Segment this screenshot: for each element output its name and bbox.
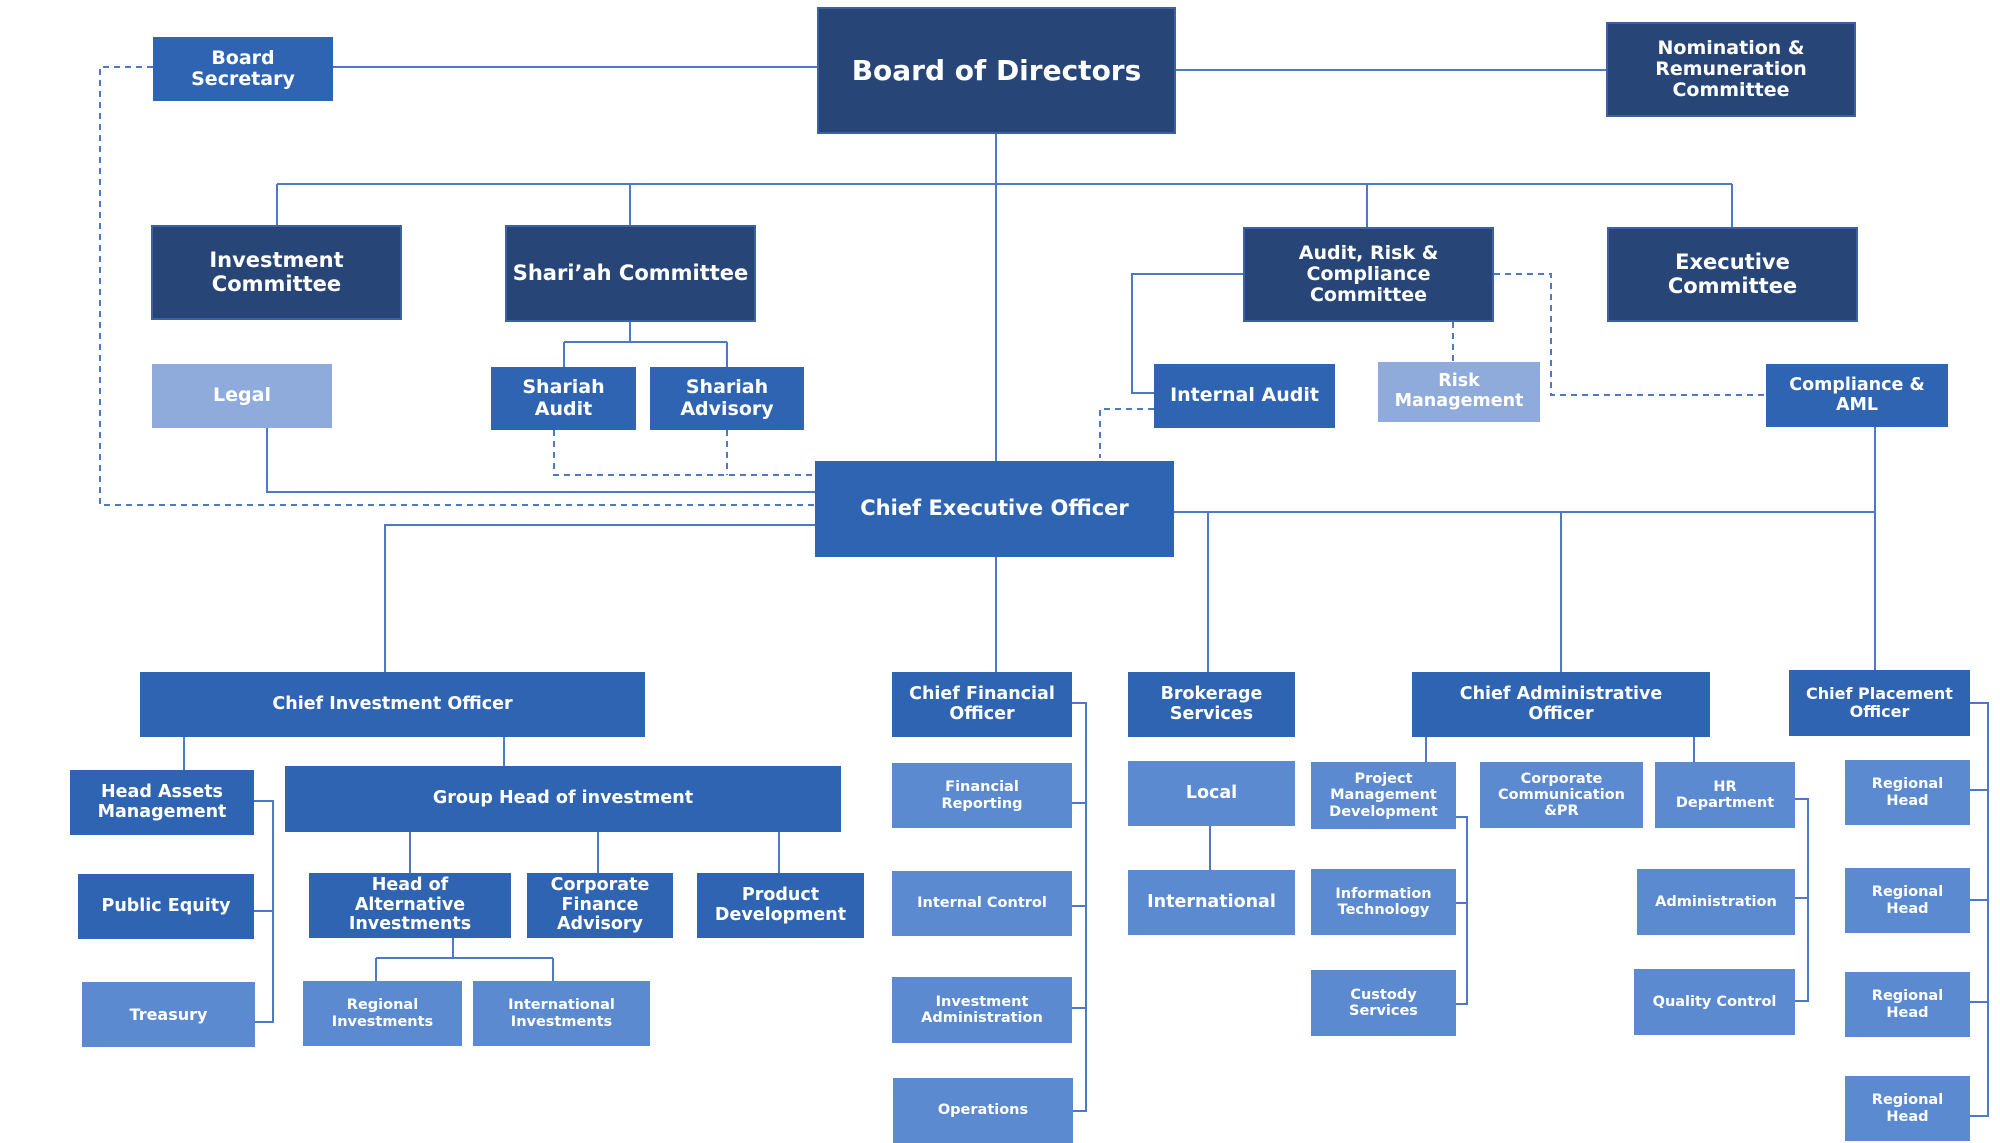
connector-shariah-dotted [553, 430, 815, 476]
compliance-aml-box: Compliance & AML [1766, 364, 1948, 427]
investment-committee-box: Investment Committee [151, 225, 402, 320]
connector-legal [266, 428, 815, 493]
chief-financial-officer-box: Chief Financial Officer [892, 672, 1072, 737]
regional-head-box: Regional Head [1845, 868, 1970, 933]
treasury-box: Treasury [82, 982, 255, 1047]
shariah-audit-box: Shariah Audit [491, 367, 636, 430]
shariah-committee-box: Shari’ah Committee [505, 225, 756, 322]
hr-department-box: HR Department [1655, 762, 1795, 828]
regional-head-box: Regional Head [1845, 760, 1970, 825]
board-secretary-box: Board Secretary [153, 37, 333, 101]
head-assets-management-box: Head Assets Management [70, 770, 254, 835]
international-box: International [1128, 870, 1295, 935]
chief-placement-officer-box: Chief Placement Officer [1789, 670, 1970, 736]
executive-committee-box: Executive Committee [1607, 227, 1858, 322]
product-development-box: Product Development [697, 873, 864, 938]
connector-ceo-left [384, 524, 815, 672]
quality-control-box: Quality Control [1634, 969, 1795, 1035]
regional-head-box: Regional Head [1845, 1076, 1970, 1141]
regional-investments-box: Regional Investments [303, 981, 462, 1046]
legal-box: Legal [152, 364, 332, 428]
connector-group-head-children [409, 832, 780, 873]
audit-risk-compliance-committee-box: Audit, Risk & Compliance Committee [1243, 227, 1494, 322]
connector-cfo-bracket [1071, 702, 1087, 1112]
connector-project-bracket [1456, 816, 1468, 1005]
connector-hr-bracket [1795, 798, 1809, 1002]
regional-head-box: Regional Head [1845, 972, 1970, 1037]
local-box: Local [1128, 761, 1295, 826]
connector-secretary-dotted [99, 66, 815, 506]
connector-cpo-bracket [1970, 702, 1989, 1117]
brokerage-services-box: Brokerage Services [1128, 672, 1295, 737]
connector-head-assets-bracket [254, 800, 274, 1023]
nomination-committee-box: Nomination & Remuneration Committee [1606, 22, 1856, 117]
project-management-development-box: Project Management Development [1311, 762, 1456, 829]
connector-internal-audit-dotted [1099, 408, 1154, 458]
administration-box: Administration [1637, 869, 1795, 935]
risk-management-box: Risk Management [1378, 362, 1540, 422]
connector-internal-audit [1131, 273, 1243, 394]
shariah-advisory-box: Shariah Advisory [650, 367, 804, 430]
connector-alternative-split [375, 938, 554, 981]
financial-reporting-box: Financial Reporting [892, 763, 1072, 828]
investment-administration-box: Investment Administration [892, 977, 1072, 1043]
custody-services-box: Custody Services [1311, 970, 1456, 1036]
operations-box: Operations [893, 1078, 1073, 1143]
corporate-communication-pr-box: Corporate Communication &PR [1480, 762, 1643, 828]
corporate-finance-advisory-box: Corporate Finance Advisory [527, 873, 673, 938]
internal-control-box: Internal Control [892, 871, 1072, 936]
chief-executive-officer-box: Chief Executive Officer [815, 461, 1174, 557]
internal-audit-box: Internal Audit [1154, 364, 1335, 428]
group-head-of-investment-box: Group Head of investment [285, 766, 841, 832]
international-investments-box: International Investments [473, 981, 650, 1046]
board-of-directors-box: Board of Directors [817, 7, 1176, 134]
chief-investment-officer-box: Chief Investment Officer [140, 672, 645, 737]
head-alternative-investments-box: Head of Alternative Investments [309, 873, 511, 938]
information-technology-box: Information Technology [1311, 869, 1456, 935]
chief-administrative-officer-box: Chief Administrative Officer [1412, 672, 1710, 737]
connector-shariah-split [563, 322, 728, 367]
public-equity-box: Public Equity [78, 874, 254, 939]
